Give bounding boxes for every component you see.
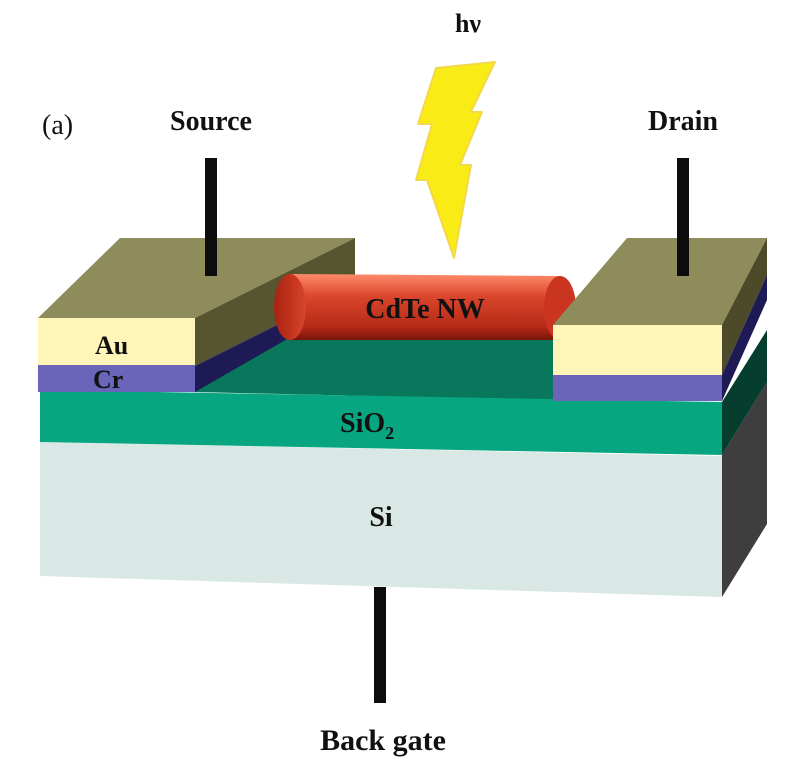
- left-electrode-top-face: [38, 238, 355, 318]
- au-label: Au: [95, 331, 128, 360]
- sio2-label-text: SiO: [340, 408, 385, 439]
- back-gate-lead: [374, 587, 386, 703]
- drain-lead: [677, 158, 689, 276]
- sio2-subscript: 2: [385, 423, 394, 443]
- sio2-label: SiO2: [340, 408, 394, 443]
- source-lead: [205, 158, 217, 276]
- sio2-front-face: [40, 390, 722, 455]
- right-electrode-cr-side: [722, 275, 767, 401]
- source-label: Source: [170, 106, 252, 137]
- sio2-top-face: [192, 338, 553, 400]
- light-label: hν: [455, 9, 481, 38]
- panel-label: (a): [42, 110, 73, 141]
- right-electrode-cr-front: [553, 375, 722, 401]
- sio2-right-face: [722, 330, 767, 455]
- cdte-nanowire: [274, 274, 576, 340]
- left-electrode-cr-front: [38, 365, 195, 392]
- si-label: Si: [369, 502, 393, 533]
- back-gate-label: Back gate: [320, 724, 446, 757]
- right-electrode-au-front: [553, 325, 722, 375]
- cr-label: Cr: [93, 365, 123, 394]
- si-substrate-right-face: [722, 382, 767, 597]
- right-electrode-top-face: [553, 238, 767, 325]
- left-electrode-au-front: [38, 318, 195, 365]
- nanowire-label: CdTe NW: [365, 294, 485, 325]
- right-electrode-au-side: [722, 238, 767, 375]
- si-substrate-front-face: [40, 442, 722, 597]
- drain-label: Drain: [648, 106, 718, 137]
- lightning-bolt-icon: [415, 61, 496, 259]
